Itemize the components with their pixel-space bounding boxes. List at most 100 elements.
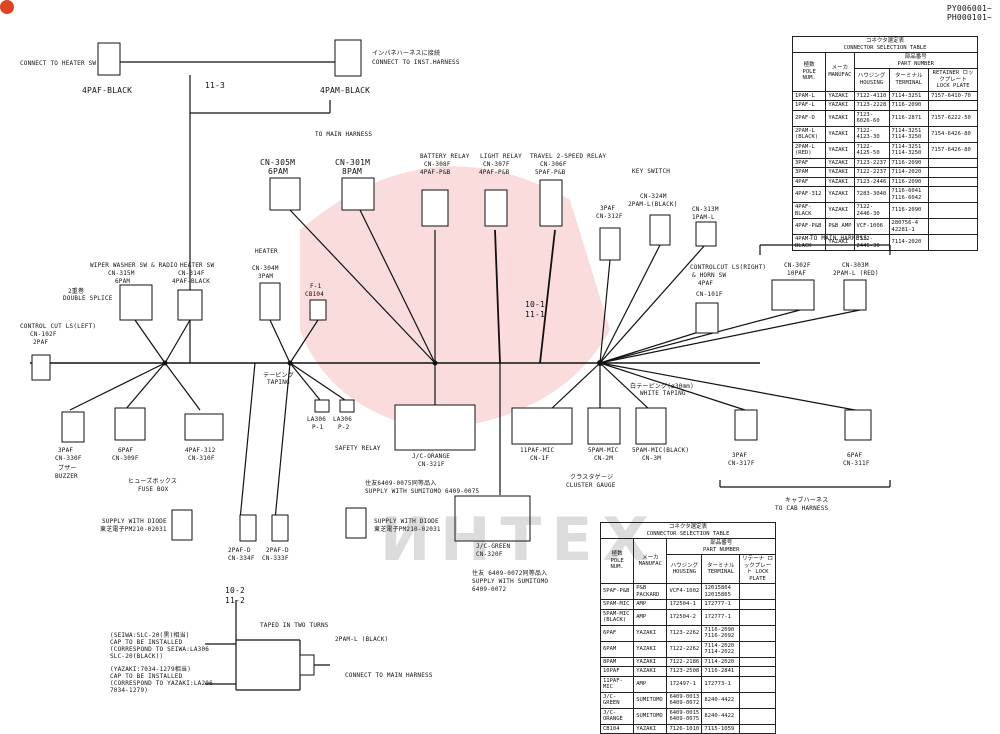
inst-harness-note-jp: インパネハーネスに接続: [372, 50, 441, 57]
table-cell: SUMITOMO: [633, 691, 668, 709]
col-housing: ハウジング HOUSING: [666, 554, 703, 584]
cn101f-type: 4PAF: [698, 280, 714, 287]
table-cell: 7122-4125-50: [853, 141, 890, 159]
table-cell: 7116-2841: [701, 666, 741, 677]
cluster-jp: クラスタゲージ: [570, 474, 614, 481]
table-cell: 7116-2090: [888, 157, 930, 168]
table-cell: 5PAF-P&B: [599, 583, 635, 600]
table-cell: 1PAF-L: [791, 100, 827, 111]
table-cell: 7114-3251 7114-3250: [888, 141, 930, 159]
table-cell: YAZAKI: [633, 640, 668, 658]
col-terminal: ターミナル TERMINAL: [701, 554, 741, 584]
table-cell: 6409-0013 6409-0072: [666, 691, 703, 709]
table-cell: P&B PACKARD: [633, 583, 668, 600]
cn303m-id: CN-303M: [842, 262, 869, 269]
table-cell: YAZAKI: [825, 125, 855, 143]
table-cell: [739, 608, 776, 626]
table-cell: 12015864 12015865: [701, 583, 741, 600]
cn317f-id: CN-317F: [728, 460, 755, 467]
seiwa-line-2: CAP TO BE INSTALLED: [110, 639, 183, 646]
table-cell: 8240-4422: [701, 691, 741, 709]
cn330f-id: CN-330F: [55, 455, 82, 462]
cn311f-type: 6PAF: [847, 452, 863, 459]
battery-relay-title: BATTERY RELAY: [420, 153, 470, 160]
table-cell: YAZAKI: [633, 723, 668, 734]
link-11-2: 11-2: [225, 596, 246, 605]
jc-green-title: J/C-GREEN: [476, 543, 511, 550]
table-cell: YAZAKI: [825, 157, 855, 168]
table-cell: 172497-1: [666, 675, 703, 693]
cn3m-id: CN-3M: [642, 455, 662, 462]
travel-relay-type: 5PAF-P&B: [535, 169, 566, 176]
heater-sw-title: HEATER SW: [180, 262, 215, 269]
table-cell: 2PAM-L (BLACK): [791, 125, 827, 143]
splice-points: [162, 360, 603, 366]
table-cell: [928, 167, 978, 178]
cn314f-type: 4PAF-BLACK: [172, 278, 211, 285]
cn303m-type: 2PAM-L (RED): [833, 270, 879, 277]
fuse-f1: F-1: [310, 283, 322, 290]
safety-p1: P-1: [312, 424, 324, 431]
table-cell: 7122-2446-30: [853, 202, 890, 219]
table-cell: [739, 624, 776, 642]
connector-boxes: [31, 39, 872, 676]
table-cell: 4PAM-BLACK: [791, 234, 827, 251]
wiper-title: WIPER WASHER SW & RADIO: [90, 262, 178, 269]
table-cell: 7157-6410-70: [928, 90, 978, 101]
table-cell: 7154-6426-80: [928, 125, 978, 143]
diode-right-title: SUPPLY WITH DIODE: [374, 518, 439, 525]
cn1f-id: CN-1F: [530, 455, 550, 462]
jc-green-note-2: 6409-0072: [472, 586, 507, 593]
taping-jp: テーピング: [263, 372, 295, 379]
col-housing: ハウジング HOUSING: [853, 68, 890, 92]
table-cell: 7116-2090: [888, 202, 930, 219]
table-cell: [928, 100, 978, 111]
table-cell: 7114-3251 7114-3250: [888, 125, 930, 143]
link-11-3: 11-3: [205, 81, 226, 90]
cn311f-id: CN-311F: [843, 460, 870, 467]
cn317f-type: 3PAF: [732, 452, 748, 459]
table-cell: 7157-6426-80: [928, 141, 978, 159]
table-cell: [739, 656, 776, 667]
light-relay-title: LIGHT RELAY: [480, 153, 522, 160]
table-cell: 7122-2186: [666, 656, 703, 667]
table-cell: 11PAF-MIC: [599, 675, 635, 693]
table-cell: [739, 583, 776, 600]
cn302f-id: CN-302F: [784, 262, 811, 269]
table-cell: YAZAKI: [825, 202, 855, 219]
inst-harness-note: CONNECT TO INST.HARNESS: [372, 59, 460, 66]
table-cell: [928, 186, 978, 203]
table-cell: 7116-2871: [888, 109, 930, 127]
table-cell: [739, 666, 776, 677]
table-cell: AMP: [633, 675, 668, 693]
cn312f-id: CN-312F: [596, 213, 623, 220]
table-cell: VCF-1006: [853, 218, 890, 235]
table-cell: YAZAKI: [825, 186, 855, 203]
to-cab-harness: TO CAB HARNESS: [775, 505, 829, 512]
table-cell: 7115-1059: [701, 723, 741, 734]
table-cell: 8PAM: [599, 656, 635, 667]
inst-harness-connector-name: 4PAM-BLACK: [320, 86, 371, 95]
key-switch-title: KEY SWITCH: [632, 168, 671, 175]
table-cell: 172504-2: [666, 608, 703, 626]
cn301m-id: CN-301M: [335, 158, 371, 167]
safety-relay-title: SAFETY RELAY: [335, 445, 381, 452]
cn304m-type: 3PAM: [258, 273, 274, 280]
col-retainer: RETAINER ロックプレート LOCK PLATE: [928, 68, 978, 92]
